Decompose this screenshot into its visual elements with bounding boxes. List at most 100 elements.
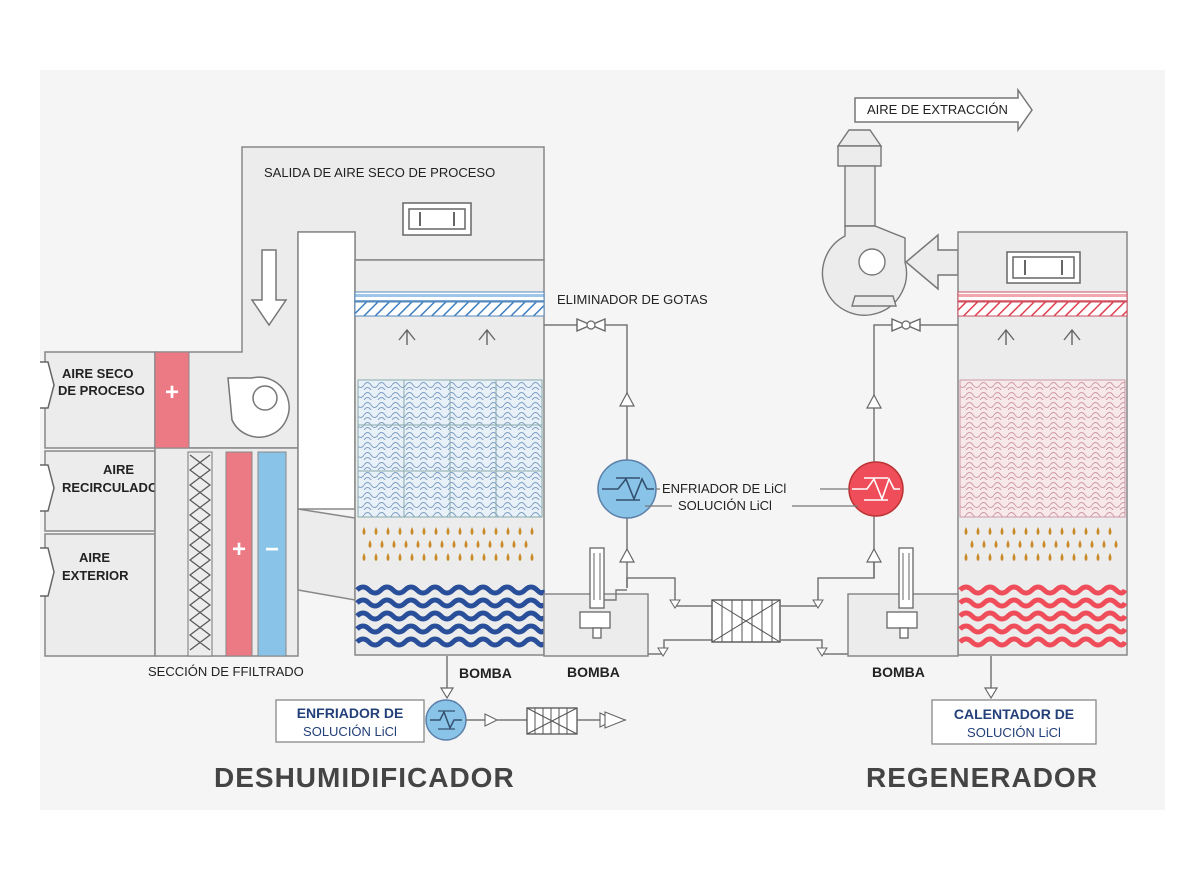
heat-exchanger-icon	[597, 459, 657, 519]
plus-symbol: +	[165, 379, 179, 406]
heat-exchanger-icon	[425, 699, 467, 741]
droplet	[1096, 553, 1100, 561]
droplet	[982, 540, 986, 548]
droplet	[482, 553, 486, 561]
wave-line	[958, 610, 1128, 622]
droplet	[374, 553, 378, 561]
droplet	[506, 553, 510, 561]
transition-duct	[297, 508, 356, 601]
flow-arrow-icon	[865, 547, 883, 563]
droplet	[988, 527, 992, 535]
droplet	[464, 540, 468, 548]
droplet	[392, 540, 396, 548]
droplet	[1072, 527, 1076, 535]
droplet	[1108, 553, 1112, 561]
calentador-box	[931, 699, 1097, 745]
cooler-coil	[257, 451, 287, 657]
droplet	[1012, 527, 1016, 535]
droplet	[434, 527, 438, 535]
droplet	[476, 540, 480, 548]
deshumidificador-title: DESHUMIDIFICADOR	[214, 762, 515, 793]
droplet	[482, 527, 486, 535]
droplet	[470, 553, 474, 561]
droplet	[1072, 553, 1076, 561]
enfriador-label: ENFRIADOR DE LiCl	[662, 481, 786, 496]
droplet	[398, 553, 402, 561]
enfriador-box	[275, 699, 425, 743]
droplet	[1066, 540, 1070, 548]
inlet-arrow-icon	[40, 464, 55, 512]
droplet-eliminator	[354, 301, 545, 317]
regenerador-title: REGENERADOR	[866, 762, 1098, 793]
droplet	[1042, 540, 1046, 548]
droplet	[422, 527, 426, 535]
wave-line	[958, 623, 1128, 635]
exhaust-fan-icon	[821, 129, 908, 316]
droplet	[524, 540, 528, 548]
seccion-filtrado-label: SECCIÓN DE FFILTRADO	[148, 664, 304, 679]
bomba-label-2: BOMBA	[567, 664, 620, 680]
droplet-eliminator-grid	[354, 291, 545, 302]
downflow-arrow-icon	[250, 249, 288, 327]
filter-icon	[526, 707, 578, 735]
plus-symbol-2: +	[232, 536, 246, 563]
droplet	[428, 540, 432, 548]
droplet	[1102, 540, 1106, 548]
droplet	[1000, 527, 1004, 535]
valve-icon	[576, 317, 606, 333]
aire-seco-label: AIRE SECO	[62, 366, 134, 381]
droplet	[1108, 527, 1112, 535]
droplet-eliminator-red	[957, 301, 1128, 317]
plate-heat-exchanger-icon	[711, 599, 781, 643]
droplet	[1084, 527, 1088, 535]
aire-seco-label-2: DE PROCESO	[58, 383, 145, 398]
calentador-box-label-2: SOLUCIÓN LiCl	[967, 725, 1061, 740]
droplet	[976, 527, 980, 535]
minus-symbol: −	[265, 536, 279, 563]
droplet	[422, 553, 426, 561]
aire-exterior-label: AIRE	[79, 550, 110, 565]
droplet-eliminator-grid-red	[957, 291, 1128, 302]
flow-arrow-icon	[865, 393, 883, 409]
droplet	[988, 553, 992, 561]
droplet	[1090, 540, 1094, 548]
packing-grid	[358, 380, 542, 517]
aire-recirculado-label-2: RECIRCULADO	[62, 480, 158, 495]
droplet	[434, 553, 438, 561]
flow-arrow-icon	[618, 391, 636, 407]
droplet	[410, 527, 414, 535]
droplet	[512, 540, 516, 548]
flow-arrow-icon	[618, 547, 636, 563]
droplet	[530, 553, 534, 561]
droplets	[362, 527, 534, 561]
liquid-waves	[355, 584, 545, 648]
droplet	[440, 540, 444, 548]
droplet	[494, 553, 498, 561]
droplet	[506, 527, 510, 535]
droplet	[362, 553, 366, 561]
aire-recirculado-label: AIRE	[103, 462, 134, 477]
enfriador-box-label-2: SOLUCIÓN LiCl	[303, 724, 397, 739]
droplet	[1048, 553, 1052, 561]
wave-line	[355, 623, 545, 635]
aire-exterior-label-2: EXTERIOR	[62, 568, 129, 583]
droplet	[386, 553, 390, 561]
droplet	[1114, 540, 1118, 548]
droplet	[404, 540, 408, 548]
spray-arrow-icon	[398, 328, 416, 345]
solucion-label: SOLUCIÓN LiCl	[678, 498, 772, 513]
droplet	[518, 553, 522, 561]
calentador-box-label: CALENTADOR DE	[954, 706, 1074, 722]
droplet	[500, 540, 504, 548]
enfriador-box-label: ENFRIADOR DE	[297, 705, 404, 721]
inlet-arrow-icon	[40, 547, 55, 597]
droplet	[458, 553, 462, 561]
droplet	[488, 540, 492, 548]
airflow-arrow-icon	[904, 233, 959, 291]
droplet	[494, 527, 498, 535]
filter-panel	[187, 451, 213, 657]
droplet	[1048, 527, 1052, 535]
wave-line	[958, 636, 1128, 648]
spray-arrow-icon	[1063, 328, 1081, 345]
